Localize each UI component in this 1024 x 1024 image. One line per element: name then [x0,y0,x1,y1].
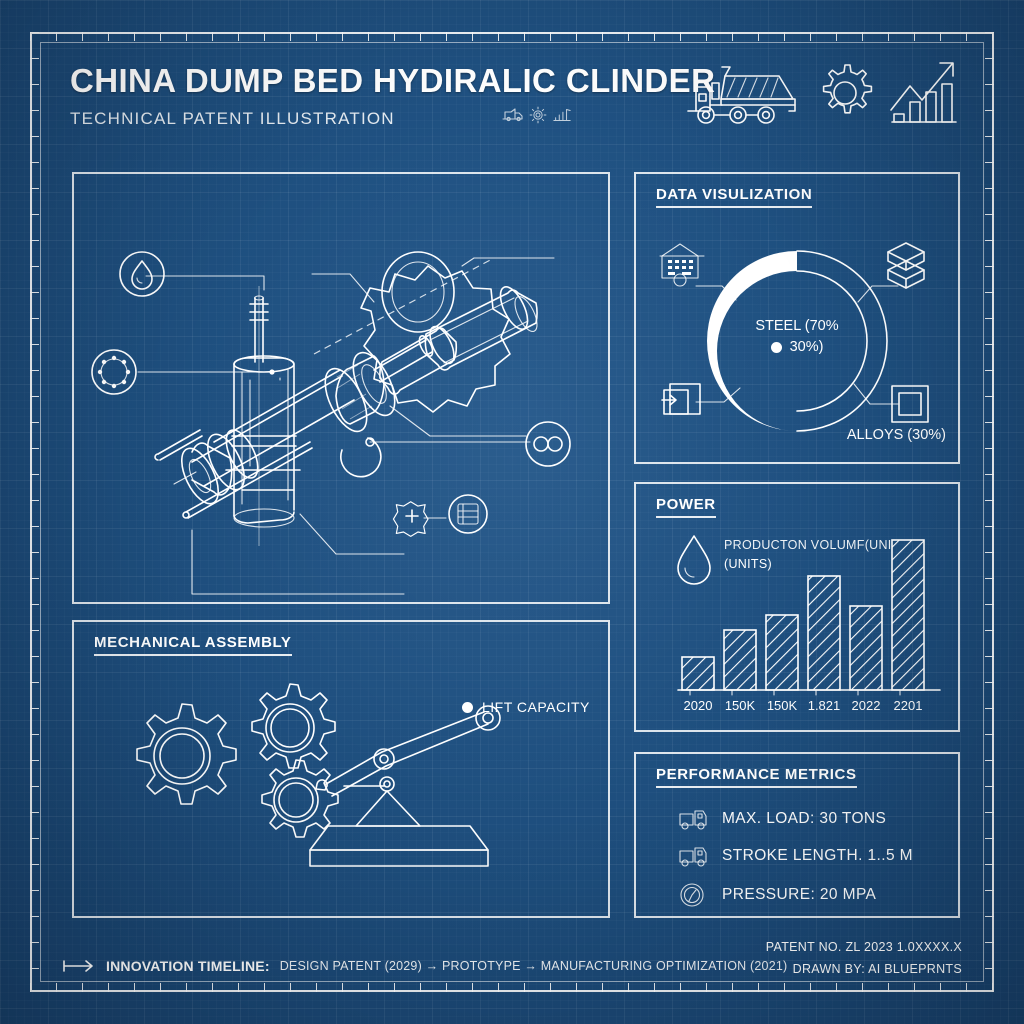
metric-label-1: STROKE LENGTH. 1..5 M [722,847,913,864]
cylinder-body [154,286,538,519]
bar-5 [849,605,883,691]
donut-slice-steel [707,251,797,431]
home-grid-icon [659,243,705,287]
panel-main-drawing: LIFT CAPACITY [72,172,610,715]
bar-chart-category-labels: 2020 150K 150K 1.821 2022 2201 [684,698,923,713]
bar-6 [891,539,925,691]
page-subtitle: TECHNICAL PATENT ILLUSTRATION [70,109,395,128]
droplet-callout-icon [119,251,165,297]
donut-label-alloys: ALLOYS (30%) [846,427,946,443]
data-panel-title: DATA VISULIZATION [656,186,813,208]
donut-leader-top-left [695,285,737,301]
gear-large-icon [136,703,237,805]
truck-icon [679,847,707,867]
list-circle-callout-icon [448,494,488,534]
frame-tick-marks-right [985,32,994,992]
donut-leader-top-right [857,285,899,303]
page-title: CHINA DUMP BED HYDIRALIC CLINDER [70,62,716,99]
metric-row-stroke-length: STROKE LENGTH. 1..5 M [678,845,913,867]
footer-patent-info: PATENT NO. ZL 2023 1.0XXXX.X DRAWN BY: A… [766,936,962,980]
dump-truck-icon [502,108,523,122]
frame-inner-border [40,42,984,982]
bar-4 [807,575,841,691]
timeline-steps: DESIGN PATENT (2029) → PROTOTYPE → MANUF… [279,959,788,973]
panel-performance-metrics: PERFORMANCE METRICS MAX. LOAD: 30 TONS [634,752,960,918]
bar-label-1: 150K [725,698,756,713]
bar-3 [765,614,799,691]
arrow-right-icon [63,960,93,972]
gear-small-icon [261,759,339,838]
power-bar-chart: 2020 150K 150K 1.821 2022 2201 [677,539,941,713]
truck-icon [679,810,707,830]
vertical-housing-block [225,286,301,546]
power-legend-line2: (UNITS) [724,557,772,571]
bar-1 [681,656,715,691]
stacked-boxes-icon [887,242,925,289]
bar-series [681,539,925,691]
plus-badge-callout-icon [392,501,429,537]
donut-leader-bottom-right [853,383,899,405]
header: CHINA DUMP BED HYDIRALIC CLINDER TECHNIC… [70,62,960,147]
metric-label-0: MAX. LOAD: 30 TONS [722,810,887,827]
leader-lines [137,257,555,595]
hydraulic-cylinder-exploded-drawing [91,251,571,595]
panel-mechanical-assembly: MECHANICAL ASSEMBLY [72,620,610,918]
power-panel-title: POWER [656,496,716,518]
growth-chart-icon [890,62,957,123]
donut-slice-alloys-inner [796,270,868,412]
drawn-by: DRAWN BY: AI BLUEPRNTS [792,962,962,976]
bar-label-2: 150K [767,698,798,713]
header-mini-icon-group [502,106,572,124]
infinity-callout-icon [525,421,571,467]
power-chart-legend: PRODUCTON VOLUMF(UNI (UNITS) [724,536,892,574]
droplet-icon [677,535,711,585]
assembly-panel-title: MECHANICAL ASSEMBLY [94,634,292,656]
bar-2 [723,629,757,691]
frame-tick-marks-left [30,32,39,992]
lift-capacity-label: LIFT CAPACITY [482,699,590,715]
callout-dot [462,701,473,713]
footer-timeline: INNOVATION TIMELINE: DESIGN PATENT (2029… [62,958,787,974]
bar-label-3: 1.821 [808,698,841,713]
frame-arrow-icon [661,383,701,415]
small-parts [340,437,382,478]
base-support [309,776,489,867]
mechanical-assembly-drawing [136,683,501,867]
bar-label-5: 2201 [894,698,923,713]
donut-chart [659,242,929,432]
donut-slice-alloys-outer [796,250,888,432]
dump-truck-icon [687,66,796,124]
gear-icon [822,64,873,114]
frame-tick-marks-top [30,32,994,41]
frame-tick-marks-bottom [30,983,994,992]
metric-row-pressure: PRESSURE: 20 MPA [678,882,913,908]
bar-label-0: 2020 [684,698,713,713]
header-icon-group [682,57,960,129]
power-legend-line1: PRODUCTON VOLUMF(UNI [724,538,892,552]
panel-power: POWER PRODUCTON VOLUMF(UNI (UNITS) [634,482,960,732]
metrics-panel-title: PERFORMANCE METRICS [656,766,857,788]
drive-gear [313,251,511,413]
panel-data-visualization: DATA VISULIZATION [634,172,960,464]
patent-number: PATENT NO. ZL 2023 1.0XXXX.X [765,940,962,954]
gear-icon [529,106,547,124]
square-outline-icon [891,385,929,423]
timeline-label: INNOVATION TIMELINE: [106,958,270,974]
gear-medium-icon [251,683,336,769]
bar-chart-icon [553,109,571,121]
gauge-icon [680,883,704,907]
metric-row-max-load: MAX. LOAD: 30 TONS [678,808,913,830]
lever-arm-linkage [315,705,501,797]
metric-label-2: PRESSURE: 20 MPA [722,886,877,903]
lift-capacity-callout: LIFT CAPACITY [462,699,590,715]
donut-leader-bottom-left [695,387,741,403]
gear-ring-callout-icon [91,349,137,395]
bar-chart-axis-ticks [689,689,901,696]
metrics-list: MAX. LOAD: 30 TONS STROKE LENGTH. 1..5 M [678,808,913,908]
bar-label-4: 2022 [852,698,881,713]
